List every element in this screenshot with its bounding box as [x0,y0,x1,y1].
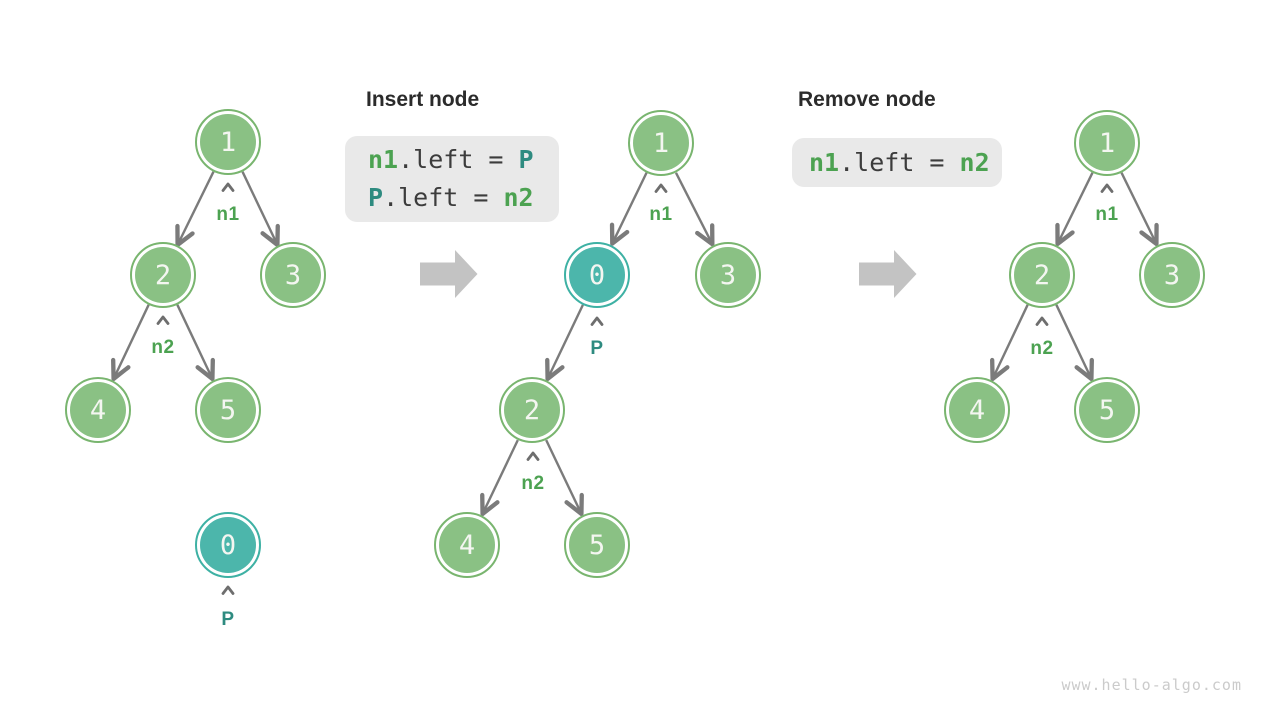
node-value: 1 [200,114,256,170]
insert-code-box: n1.left = P P.left = n2 [345,136,559,222]
code-token-body: .left = [398,145,519,174]
pointer-label-n2: n2 [1030,338,1054,359]
tree-node-4: 4 [434,512,500,578]
node-value: 5 [200,382,256,438]
code-token-n1: n1 [809,148,840,177]
watermark: www.hello-algo.com [1061,676,1242,694]
node-value: 2 [135,247,191,303]
pointer-caret-icon [221,182,235,192]
node-value: 3 [1144,247,1200,303]
transform-arrow-icon [859,250,917,298]
node-value: 4 [439,517,495,573]
node-value: 2 [504,382,560,438]
tree-node-1: 1 [1074,110,1140,176]
pointer-caret-icon [590,316,604,326]
pointer-caret-icon [1035,316,1049,326]
inserted-node-0: 0 [564,242,630,308]
node-value: 3 [700,247,756,303]
node-value: 5 [1079,382,1135,438]
pointer-caret-icon [156,315,170,325]
pointer-label-n2: n2 [521,473,545,494]
code-token-n2: n2 [503,183,534,212]
code-line-2: P.left = n2 [368,179,559,217]
node-value: 4 [949,382,1005,438]
node-value: 2 [1014,247,1070,303]
node-value: 5 [569,517,625,573]
code-line-1: n1.left = P [368,141,559,179]
pointer-caret-icon [221,585,235,595]
pointer-label-p: P [590,338,604,359]
code-token-p: P [368,183,384,212]
remove-code-box: n1.left = n2 [792,138,1002,187]
tree-node-2: 2 [499,377,565,443]
code-token-body: .left = [839,148,960,177]
node-value: 3 [265,247,321,303]
tree-node-1: 1 [195,109,261,175]
detached-node-0: 0 [195,512,261,578]
tree-node-5: 5 [564,512,630,578]
tree-node-4: 4 [65,377,131,443]
code-token-n1: n1 [368,145,399,174]
node-value: 1 [633,115,689,171]
code-token-n2: n2 [959,148,990,177]
remove-section-title: Remove node [798,88,936,111]
node-value: 1 [1079,115,1135,171]
node-value: 4 [70,382,126,438]
tree-node-3: 3 [260,242,326,308]
transform-arrow-icon [420,250,478,298]
node-value: 0 [569,247,625,303]
tree-node-2: 2 [130,242,196,308]
tree-node-2: 2 [1009,242,1075,308]
insert-section-title: Insert node [366,88,480,111]
code-token-p: P [518,145,534,174]
pointer-label-n1: n1 [1095,204,1119,225]
tree-node-3: 3 [695,242,761,308]
pointer-caret-icon [1100,183,1114,193]
tree-node-4: 4 [944,377,1010,443]
pointer-label-n1: n1 [649,204,673,225]
pointer-caret-icon [526,451,540,461]
tree-node-5: 5 [195,377,261,443]
node-value: 0 [200,517,256,573]
code-token-body: .left = [383,183,504,212]
pointer-label-n2: n2 [151,337,175,358]
pointer-label-p: P [221,609,235,630]
tree-node-5: 5 [1074,377,1140,443]
code-line-1: n1.left = n2 [809,144,1002,182]
pointer-caret-icon [654,183,668,193]
pointer-label-n1: n1 [216,204,240,225]
tree-node-3: 3 [1139,242,1205,308]
tree-node-1: 1 [628,110,694,176]
